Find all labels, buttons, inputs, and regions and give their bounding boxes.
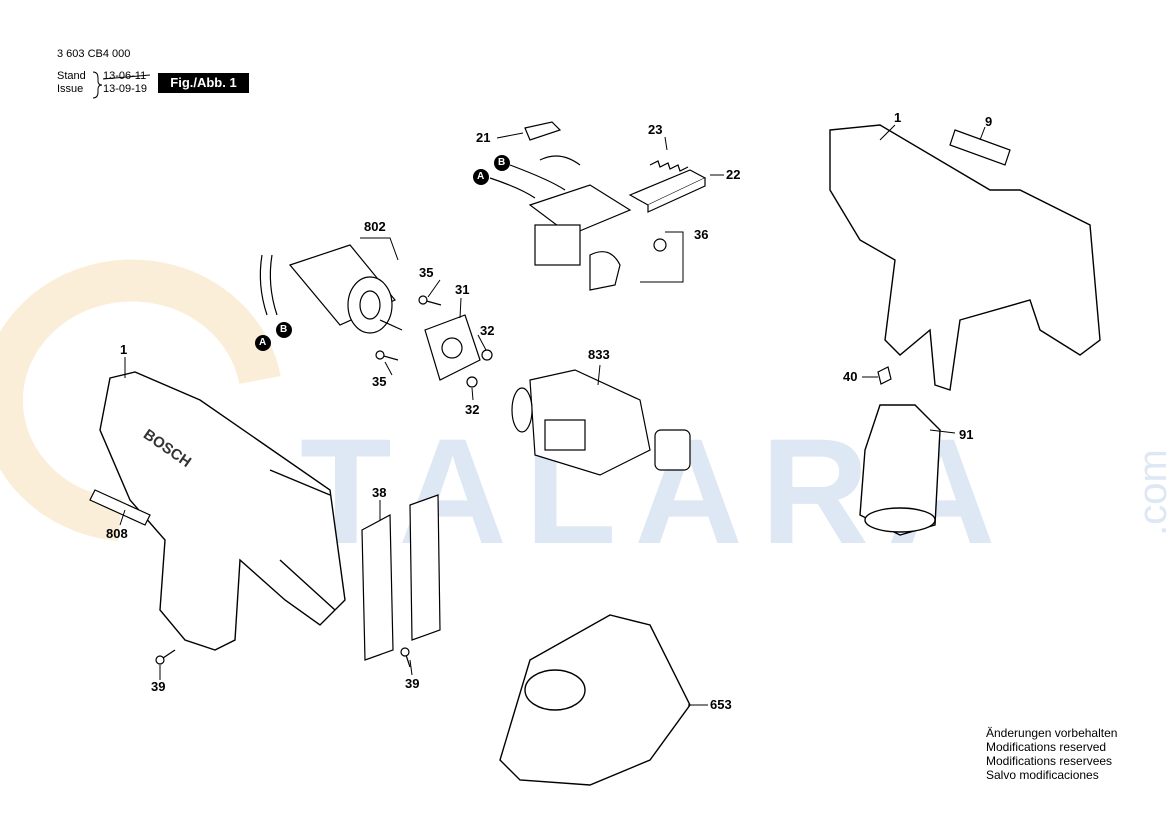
part-label-40: 40 [843,369,858,384]
part-label-1-right: 1 [894,110,902,125]
part-label-35-bottom: 35 [372,374,387,389]
notice-line: Modifications reserved [986,740,1107,754]
part-label-39-left: 39 [151,679,166,694]
part-label-802: 802 [364,219,386,234]
part-label-23: 23 [648,122,663,137]
figure-label: Fig./Abb. 1 [158,73,249,93]
notice-line: Änderungen vorbehalten [986,726,1118,740]
notice-line: Modifications reservees [986,754,1113,768]
stand-label: Stand [57,70,86,82]
modifications-notice: Änderungen vorbehalten Modifications res… [986,726,1117,782]
part-1-right-housing [829,124,1101,391]
part-21-clip [524,121,562,141]
part-91-battery [859,404,941,536]
part-23-spring [649,160,689,172]
part-833-gearbox [511,369,691,476]
switch-wires [489,155,581,199]
part-label-32-top: 32 [480,323,495,338]
stand-date: 13-06-11 [103,70,147,82]
part-40-clip [877,366,892,385]
part-label-808: 808 [106,526,128,541]
part-38-brackets [361,494,441,661]
part-label-9: 9 [985,114,993,129]
stand-date-strikethrough [102,74,151,80]
part-label-22: 22 [726,167,741,182]
callout-b-motor: B [280,324,288,335]
doc-number: 3 603 CB4 000 [57,48,131,60]
part-label-36: 36 [694,227,709,242]
part-653-charger [499,614,691,786]
callout-a-switch: A [477,171,485,182]
part-label-31: 31 [455,282,470,297]
watermark-ring [0,259,281,541]
callout-markers [255,155,510,351]
part-label-91: 91 [959,427,974,442]
notice-line: Salvo modificaciones [986,768,1099,782]
part-label-39-right: 39 [405,676,420,691]
issue-label: Issue [57,83,84,95]
leader-lines [119,124,986,706]
callout-b-switch: B [498,157,506,168]
part-808-label [89,489,151,526]
part-label-35-top: 35 [419,265,434,280]
part-label-653: 653 [710,697,732,712]
issue-date: 13-09-19 [103,83,148,95]
part-36-switch [528,184,667,291]
screws [155,295,493,668]
part-22-slider [628,169,707,213]
part-1-left-housing [99,371,346,651]
part-label-1-left: 1 [120,342,128,357]
part-label-32-bottom: 32 [465,402,480,417]
part-802-motor [259,244,403,334]
part-label-38: 38 [372,485,387,500]
part-9-label [949,129,1011,166]
part-31-mount [424,314,481,381]
callout-a-motor: A [259,337,267,348]
part-label-833: 833 [588,347,610,362]
stand-issue-brace [92,71,103,99]
part-label-21: 21 [476,130,491,145]
